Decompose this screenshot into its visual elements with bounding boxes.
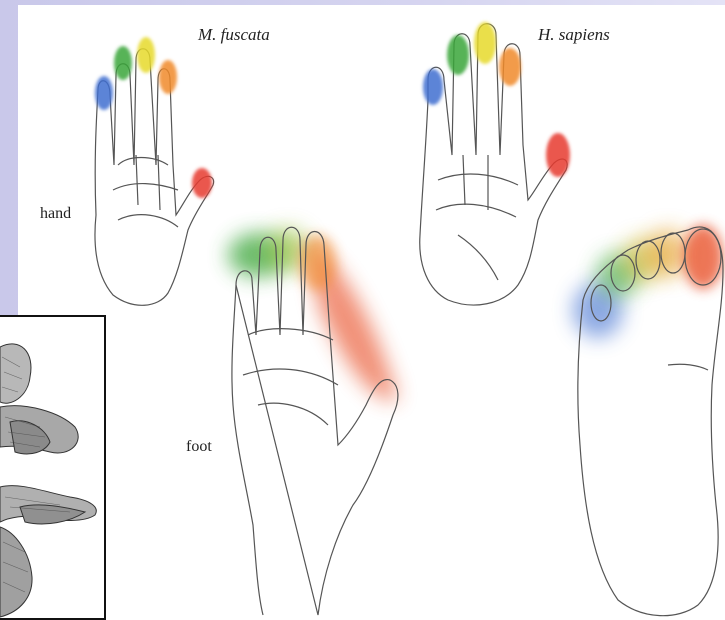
figure-panel: M. fuscata H. sapiens hand foot <box>18 5 725 620</box>
human-hand <box>420 24 567 305</box>
species-label-human: H. sapiens <box>538 25 610 45</box>
species-label-macaque: M. fuscata <box>198 25 270 45</box>
monkey-illustration-inset <box>0 315 106 620</box>
human-foot <box>578 227 723 616</box>
macaque-foot-color-map <box>228 228 398 401</box>
part-label-hand: hand <box>40 205 71 223</box>
part-label-foot: foot <box>186 438 212 456</box>
monkey-illustration-icon <box>0 317 106 620</box>
hands-feet-diagram <box>18 5 725 620</box>
